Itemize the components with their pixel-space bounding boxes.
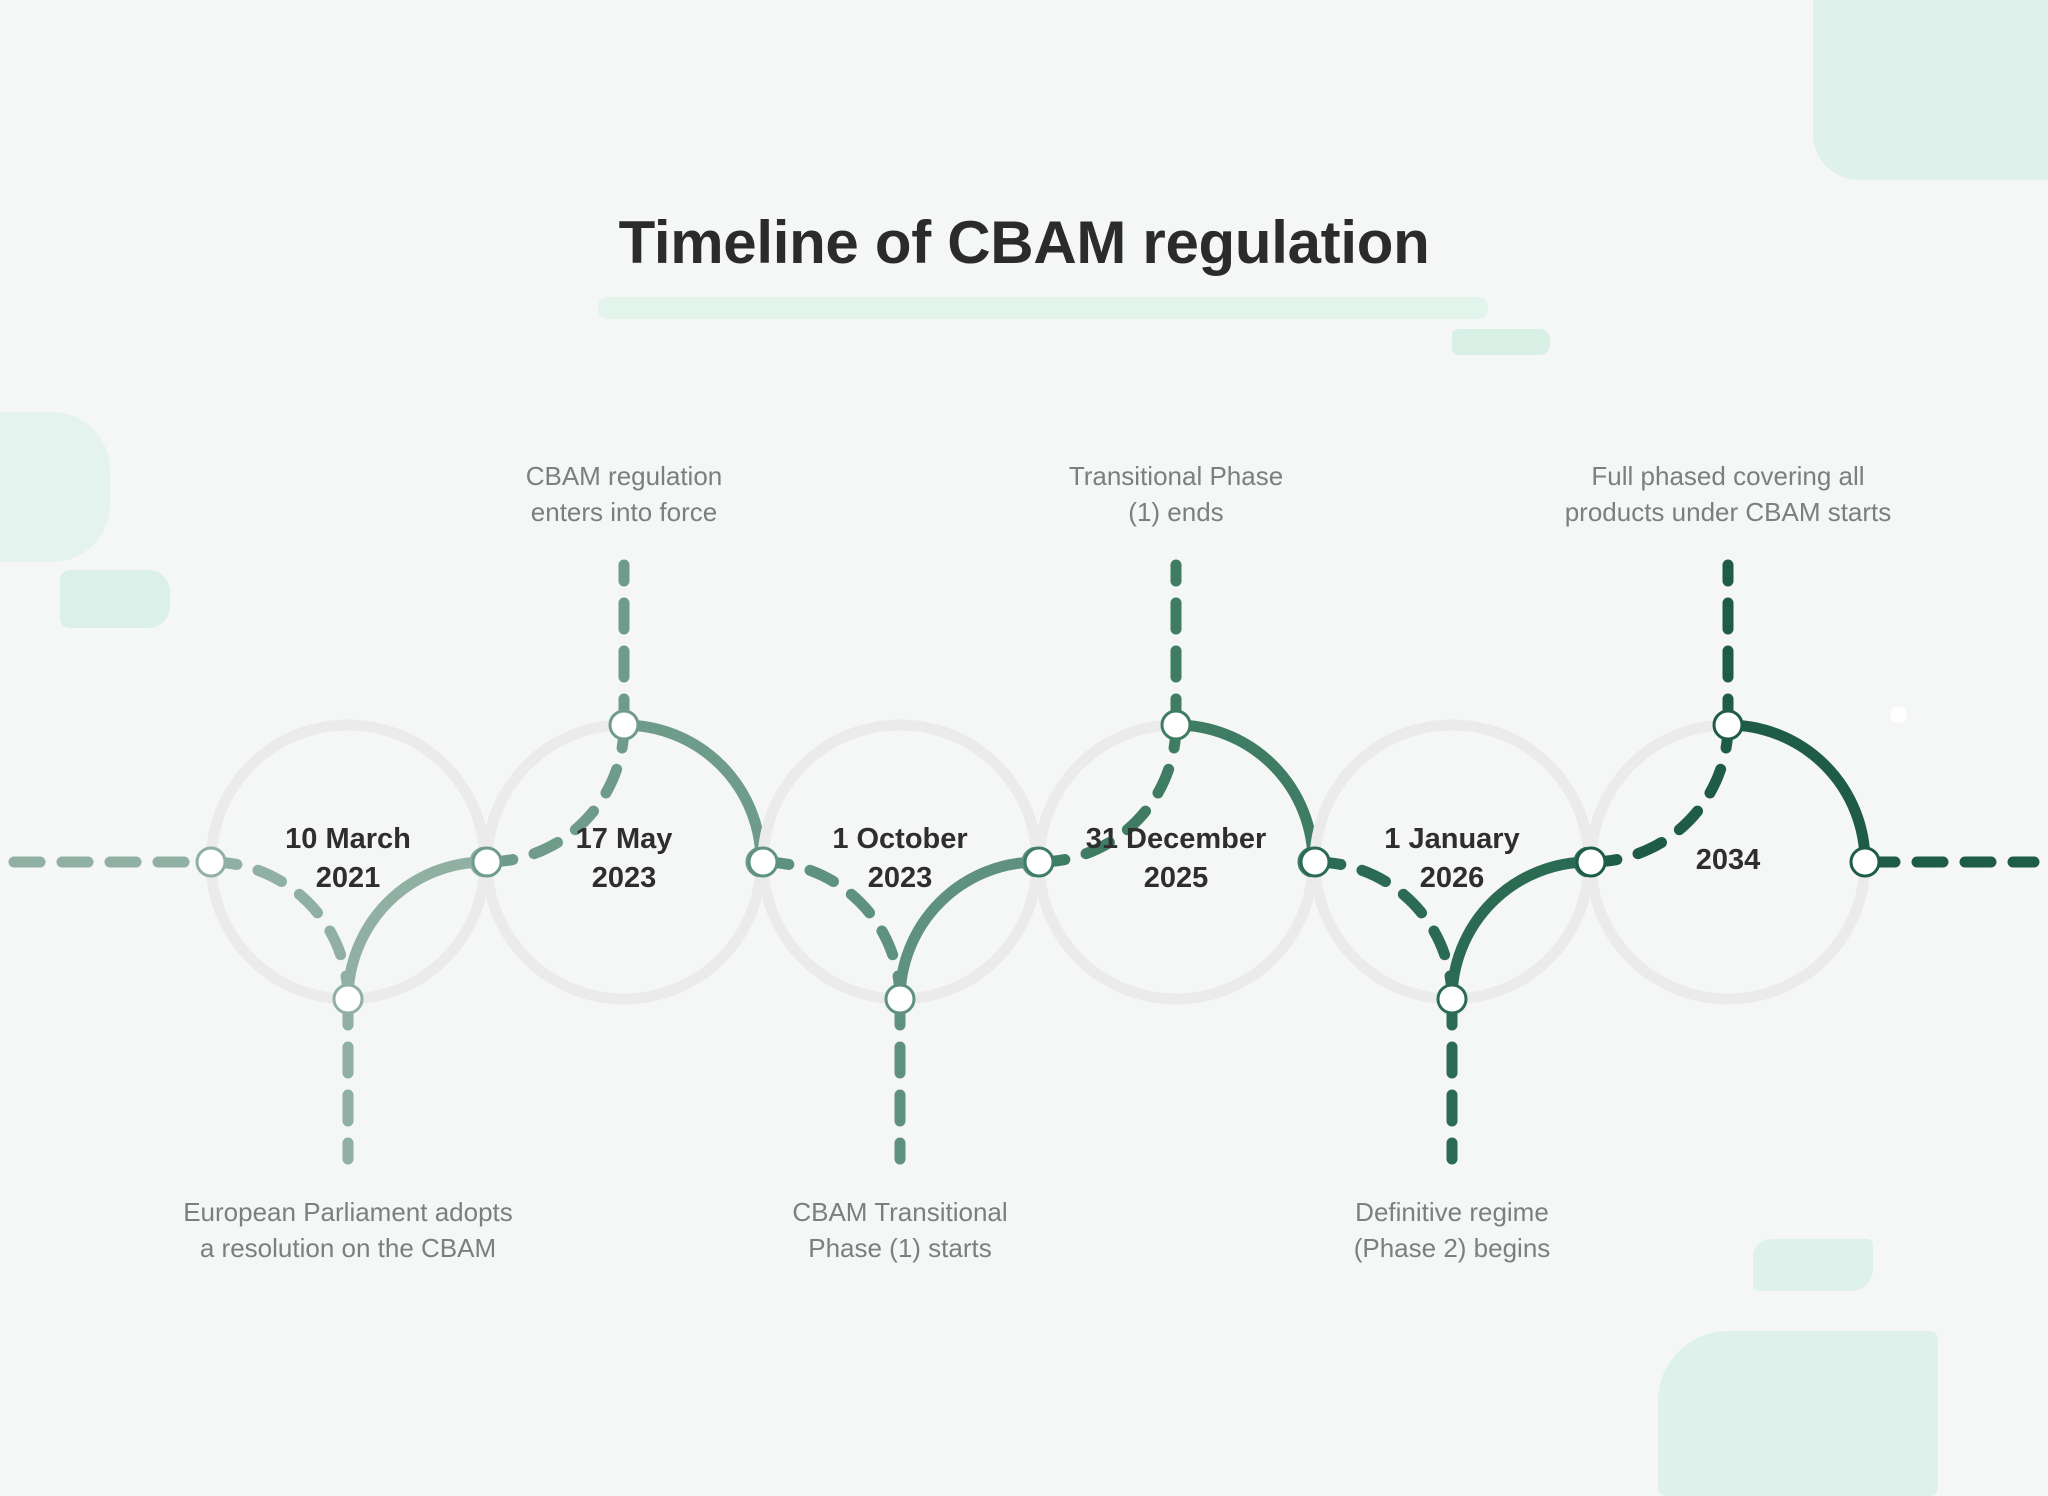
milestone-caption-5: Definitive regime (Phase 2) begins (1353, 1197, 1551, 1263)
milestone-caption-1: European Parliament adopts a resolution … (183, 1197, 513, 1263)
milestone-caption-2: CBAM regulation enters into force (525, 461, 723, 527)
milestone-dashed-arc (481, 719, 630, 868)
page-title: Timeline of CBAM regulation (618, 209, 1430, 276)
milestone-node-left (1299, 846, 1331, 878)
milestone-node-left (195, 846, 227, 878)
title-underline-tab (1452, 329, 1550, 355)
milestone-date-3: 1 October 2023 (832, 823, 968, 894)
milestone-node-top (608, 709, 640, 741)
milestone-date-4: 31 December 2025 (1085, 823, 1267, 894)
milestone-node-right (1849, 846, 1881, 878)
milestone-node-left (747, 846, 779, 878)
milestone-dashed-arc (1033, 719, 1182, 868)
timeline-graphic (8, 559, 2040, 1165)
milestone-node-top (1712, 709, 1744, 741)
milestone-dashed-arc (1585, 719, 1734, 868)
milestone-caption-4: Transitional Phase (1) ends (1068, 461, 1284, 527)
milestone-node-bottom (1436, 983, 1468, 1015)
milestone-node-bottom (332, 983, 364, 1015)
milestone-caption-3: CBAM Transitional Phase (1) starts (792, 1197, 1008, 1263)
milestone-node-bottom (884, 983, 916, 1015)
page-title-wrapper: Timeline of CBAM regulation (0, 210, 2048, 276)
milestone-date-2: 17 May 2023 (575, 823, 673, 894)
milestone-node-left (1023, 846, 1055, 878)
milestone-dashed-arc (757, 856, 906, 1005)
milestone-node-left (1575, 846, 1607, 878)
milestone-solid-arc (1170, 719, 1319, 868)
milestone-solid-arc (618, 719, 767, 868)
milestone-solid-arc (1722, 719, 1871, 868)
milestone-date-5: 1 January 2026 (1384, 823, 1520, 894)
milestone-caption-6: Full phased covering all products under … (1564, 461, 1892, 527)
title-underline-bar (598, 297, 1488, 319)
milestone-solid-arc (1446, 856, 1595, 1005)
milestone-node-top (1160, 709, 1192, 741)
milestone-solid-arc (342, 856, 491, 1005)
milestone-date-6: 2034 (1695, 844, 1761, 876)
milestone-solid-arc (894, 856, 1043, 1005)
milestone-dashed-arc (1309, 856, 1458, 1005)
milestone-dashed-arc (205, 856, 354, 1005)
milestone-node-left (471, 846, 503, 878)
milestone-date-1: 10 March 2021 (285, 823, 411, 894)
